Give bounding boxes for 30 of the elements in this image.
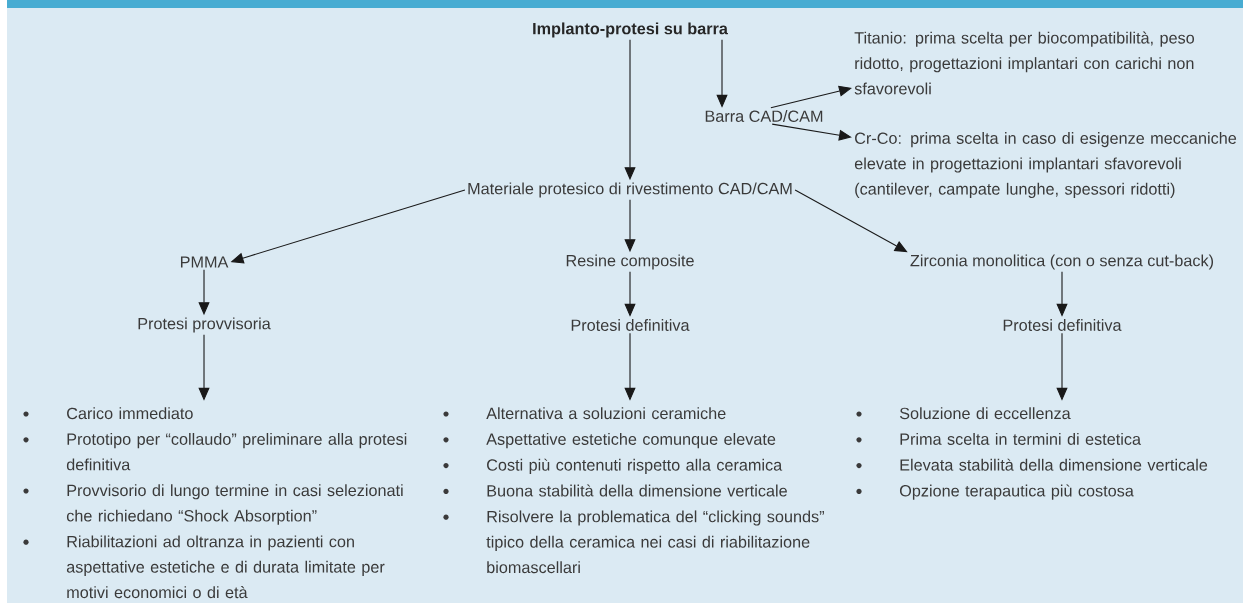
node-label: Riabilitazioni ad oltranza in pazienti con aspettative estetiche e di durata limitate per motivi economici o di età bbox=[66, 535, 385, 599]
node-label: Opzione terapautica più costosa bbox=[899, 484, 1134, 500]
node-text: Protesi definitiva bbox=[1003, 319, 1122, 331]
arrow bbox=[794, 189, 908, 253]
node-label: Costi più contenuti rispetto alla ceramica bbox=[487, 458, 783, 474]
node-text: Protesi provvisoria bbox=[138, 317, 271, 333]
bullet-list: Soluzione di eccellenza Prima scelta in termini di estetica Elevata stabilità della dimensione verticale Opzione terapautica più costosa bbox=[856, 407, 1208, 500]
node-text: Materiale protesico di rivestimento CAD/CAM bbox=[468, 182, 792, 198]
node-label: Provvisorio di lungo termine in casi selezionati che richiedano “Shock Absorption” bbox=[66, 484, 403, 525]
node-label: Prima scelta in termini di estetica bbox=[900, 433, 1142, 445]
node-label: Risolvere la problematica del “clicking sounds” tipico della ceramica nei casi di riabilitazione biomascellari bbox=[486, 510, 824, 574]
arrow bbox=[770, 85, 852, 109]
node-label: Buona stabilità della dimensione verticale bbox=[487, 484, 787, 497]
node-label: Aspettative estetiche comunque elevate bbox=[486, 433, 776, 449]
node-label: Alternativa a soluzioni ceramiche bbox=[486, 407, 726, 420]
node-label: Soluzione di eccellenza bbox=[899, 407, 1071, 420]
node-label: Carico immediato bbox=[67, 407, 193, 420]
node-label: Prototipo per “collaudo” preliminare alla protesi definitiva bbox=[66, 433, 407, 471]
node-text: Cr-Co: prima scelta in caso di esigenze meccaniche elevate in progettazioni implantari sfavorevoli (cantilever, campate lunghe, spessori ridotti) bbox=[854, 132, 1237, 198]
node-text: Zirconia monolitica (con o senza cut-back) bbox=[910, 254, 1214, 270]
title-text: Implanto-protesi su barra bbox=[533, 22, 728, 38]
node-label: Elevata stabilità della dimensione verticale bbox=[900, 458, 1208, 471]
arrow bbox=[771, 123, 852, 141]
bullet-list: Alternativa a soluzioni ceramiche Aspettative estetiche comunque elevate Costi più contenuti rispetto alla ceramica Buona stabilità della dimensione verticale Risolvere la problematica del “clicking sounds” tipico della ceramica nei casi di riabilitazione biomascellari bbox=[443, 407, 824, 574]
node-text: Barra CAD/CAM bbox=[705, 110, 823, 122]
node-text: Resine composite bbox=[566, 254, 694, 270]
node-text: PMMA bbox=[181, 256, 229, 268]
node-text: Titanio: prima scelta per biocompatibilità, peso ridotto, progettazioni implantari con carichi non sfavorevoli bbox=[854, 31, 1195, 95]
bullet-list: Carico immediato Prototipo per “collaudo” preliminare alla protesi definitiva Provvisorio di lungo termine in casi selezionati che richiedano “Shock Absorption” Riabilitazioni ad oltranza in pazienti con aspettative estetiche e di durata limitate per motivi economici o di età bbox=[23, 407, 407, 599]
node-text: Protesi definitiva bbox=[571, 319, 690, 331]
